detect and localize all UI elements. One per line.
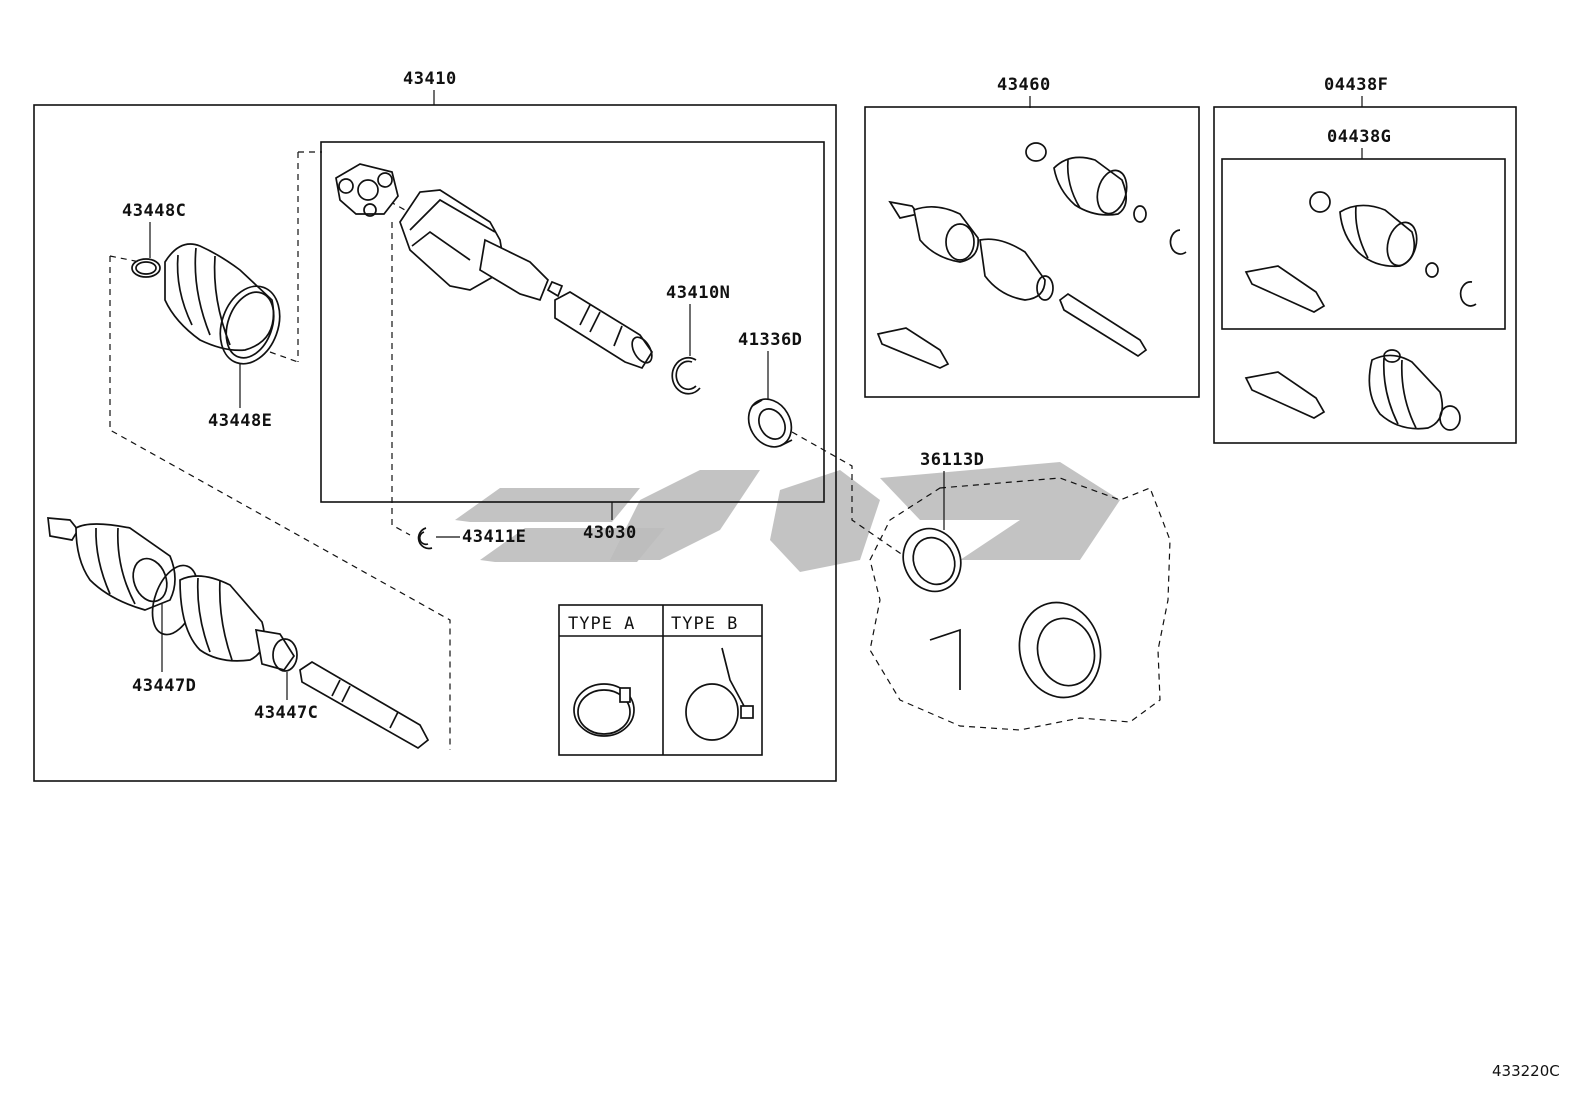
label-36113D[interactable]: 36113D bbox=[920, 450, 984, 470]
driveshaft-assembly-drawing bbox=[47, 517, 430, 750]
inboard-joint-drawing bbox=[335, 163, 654, 370]
kit-43460-drawing bbox=[876, 142, 1187, 369]
label-04438G[interactable]: 04438G bbox=[1327, 127, 1391, 147]
circlip-43410N-drawing bbox=[671, 356, 701, 395]
diagram-reference-code: 433220C bbox=[1492, 1062, 1560, 1080]
label-43448E[interactable]: 43448E bbox=[208, 411, 272, 431]
group-box-04438G bbox=[1221, 158, 1506, 330]
label-43410[interactable]: 43410 bbox=[403, 69, 457, 89]
type-a-heading: TYPE A bbox=[568, 614, 635, 634]
label-43447D[interactable]: 43447D bbox=[132, 676, 196, 696]
group-box-04438F bbox=[1213, 106, 1517, 444]
label-43410N[interactable]: 43410N bbox=[666, 283, 730, 303]
snap-ring-43411E-drawing bbox=[417, 527, 433, 550]
label-04438F[interactable]: 04438F bbox=[1324, 75, 1388, 95]
watermark-logo bbox=[455, 462, 1120, 572]
label-43411E[interactable]: 43411E bbox=[462, 527, 526, 547]
boot-43448-drawing bbox=[131, 243, 281, 365]
clamp-type-table bbox=[558, 604, 763, 756]
kit-04438F-drawing bbox=[1244, 349, 1461, 431]
transaxle-case-drawing bbox=[869, 477, 1171, 731]
oil-seal-41336D-drawing bbox=[747, 398, 793, 448]
label-43460[interactable]: 43460 bbox=[997, 75, 1051, 95]
label-41336D[interactable]: 41336D bbox=[738, 330, 802, 350]
label-43448C[interactable]: 43448C bbox=[122, 201, 186, 221]
group-box-43460 bbox=[864, 106, 1200, 398]
label-43447C[interactable]: 43447C bbox=[254, 703, 318, 723]
assembly-dashed-lines bbox=[109, 151, 911, 750]
group-box-43030 bbox=[320, 141, 825, 503]
label-43030[interactable]: 43030 bbox=[583, 523, 637, 543]
kit-04438G-drawing bbox=[1244, 191, 1477, 313]
group-box-43410 bbox=[33, 104, 837, 782]
type-b-heading: TYPE B bbox=[671, 614, 738, 634]
